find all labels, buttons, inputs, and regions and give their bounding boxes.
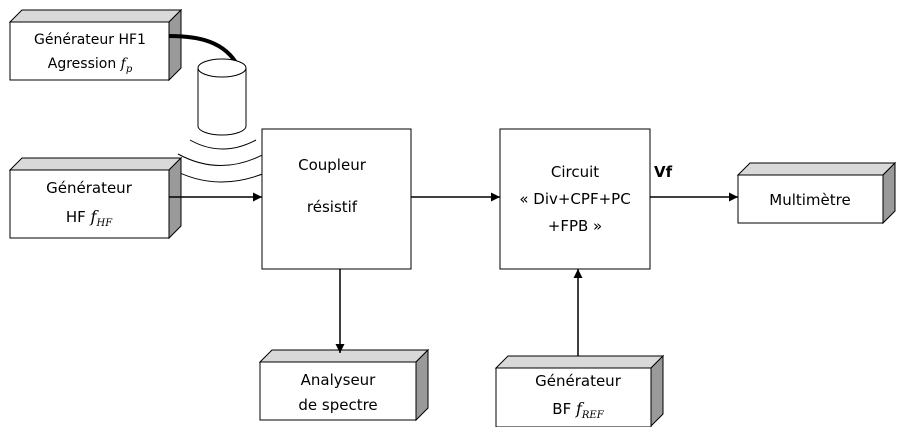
analyzer-label: Analyseur (301, 371, 377, 389)
circuit-block: Circuit « Div+CPF+PC +FPB » (499, 128, 651, 270)
analyzer-spectrum-label: de spectre (298, 396, 377, 414)
resistive-coupler-block: Coupleur résistif (261, 128, 412, 270)
generator-hf-label: Générateur (46, 179, 133, 197)
antenna-icon (197, 58, 247, 136)
spectrum-analyzer-block: Analyseur de spectre (258, 348, 430, 422)
circuit-function-label: « Div+CPF+PC (519, 190, 630, 208)
coupler-type-label: résistif (307, 198, 358, 216)
generator-bf-block: Générateur BF fREF (494, 354, 665, 427)
radiation-waves-icon (169, 139, 277, 183)
antenna-cable (168, 34, 240, 68)
coupler-label: Coupleur (298, 156, 367, 174)
generator-hf1-aggression-label: Agression fp (48, 56, 133, 75)
generator-bf-label: Générateur (535, 372, 622, 390)
output-signal-label: Vf (654, 163, 673, 181)
generator-hf-frequency-label: HF fHF (66, 207, 113, 229)
multimeter-label: Multimètre (769, 191, 850, 209)
generator-hf-block: Générateur HF fHF (8, 156, 183, 240)
generator-hf1-label: Générateur HF1 (34, 32, 146, 48)
multimeter-block: Multimètre (736, 161, 897, 225)
generator-bf-frequency-label: BF fREF (552, 399, 604, 421)
generator-hf1-block: Générateur HF1 Agression fp (8, 8, 183, 82)
circuit-filter-label: +FPB » (548, 217, 602, 235)
circuit-label: Circuit (551, 163, 599, 181)
